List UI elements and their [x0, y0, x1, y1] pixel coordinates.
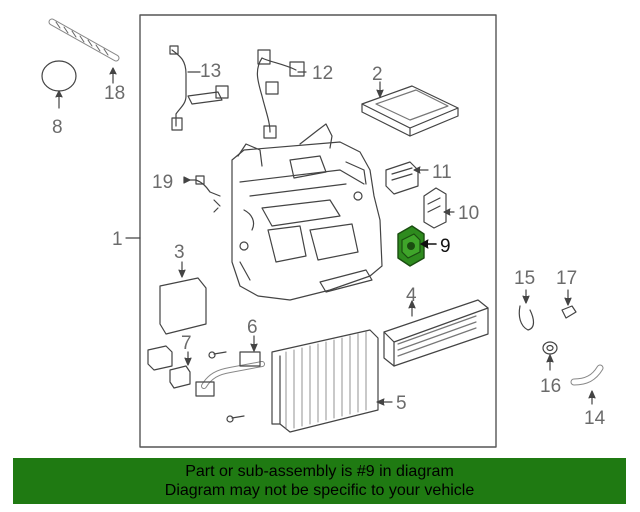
callout-7: 7	[181, 333, 192, 354]
callout-3: 3	[174, 242, 185, 263]
callout-18: 18	[104, 83, 125, 104]
part-8-ring	[41, 60, 77, 109]
callout-14: 14	[584, 408, 606, 429]
callout-8: 8	[52, 117, 63, 138]
callout-11: 11	[432, 162, 452, 183]
banner-line-disclaimer: Diagram may not be specific to your vehi…	[164, 482, 475, 499]
vehicle-fit-banner: Part or sub-assembly is #9 in diagram Di…	[13, 458, 626, 504]
part-5-evaporator	[271, 329, 393, 433]
callout-1: 1	[112, 229, 123, 250]
parts-diagram: 18 8 13 12 2 19 11 10 9 1 3 15 17 4 6 7 …	[41, 14, 606, 448]
part-17-clip	[561, 289, 577, 319]
part-15-clip	[518, 289, 535, 331]
part-14-hose	[570, 364, 604, 405]
callout-4: 4	[406, 285, 417, 306]
part-13-harness	[169, 45, 229, 131]
callout-5: 5	[396, 393, 407, 414]
part-10-actuator	[423, 187, 455, 229]
part-19-sensor	[183, 175, 221, 213]
part-11-actuator	[385, 161, 429, 195]
callout-16: 16	[540, 376, 561, 397]
callout-15: 15	[514, 268, 535, 289]
part-4-heater-core	[383, 299, 489, 367]
callout-19: 19	[152, 172, 173, 193]
callout-9-highlighted: 9	[440, 236, 451, 257]
callout-17: 17	[556, 268, 577, 289]
callout-13: 13	[200, 61, 221, 82]
part-3-plate	[159, 261, 207, 335]
callout-6: 6	[247, 317, 258, 338]
part-6-tube	[195, 335, 265, 423]
part-12-harness	[256, 49, 307, 139]
part-16-grommet	[542, 341, 558, 371]
callout-12: 12	[312, 63, 333, 84]
part-18-hose	[48, 18, 120, 84]
part-9-highlighted	[397, 225, 437, 267]
part-7-blocks	[147, 345, 192, 389]
part-2-filter	[361, 81, 459, 137]
callout-2: 2	[372, 64, 383, 85]
assembly-frame	[139, 14, 497, 448]
callout-10: 10	[458, 203, 479, 224]
part-1-case	[125, 123, 383, 301]
banner-line-part: Part or sub-assembly is #9 in diagram	[185, 463, 454, 480]
